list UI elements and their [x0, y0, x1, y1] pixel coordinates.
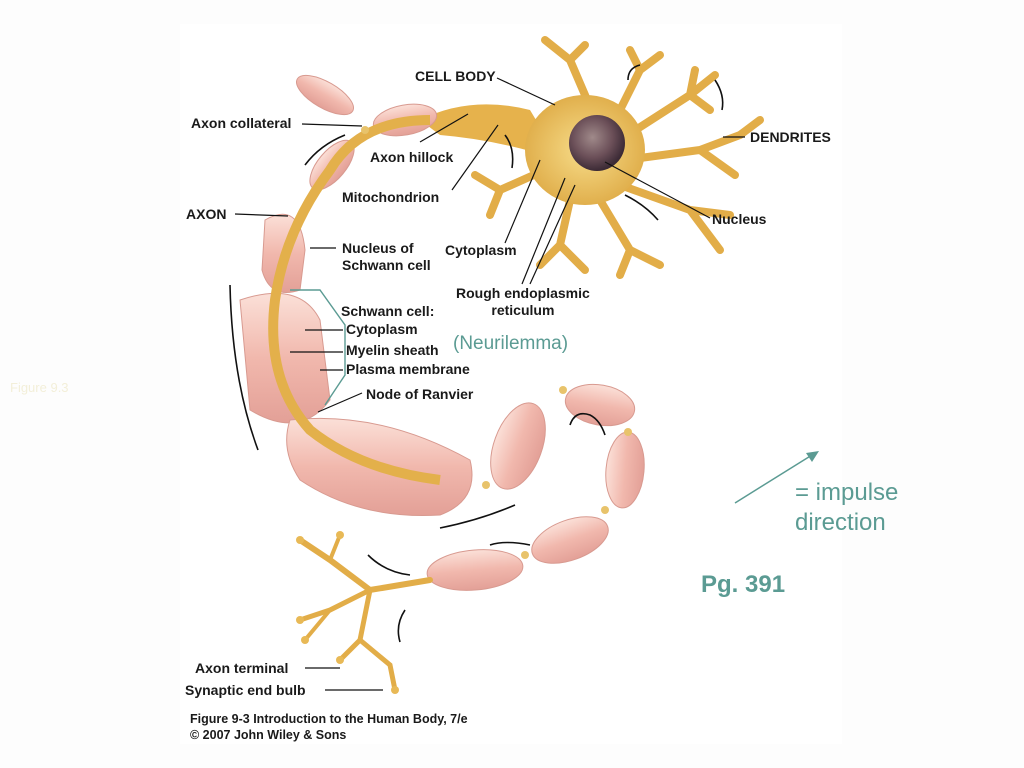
axon-hillock-drawing [420, 104, 560, 160]
label-cell-body: CELL BODY [415, 68, 496, 84]
label-mitochondrion: Mitochondrion [342, 189, 440, 205]
nodes-of-ranvier [361, 126, 632, 559]
label-cytoplasm: Cytoplasm [445, 242, 517, 258]
label-axon-hillock: Axon hillock [370, 149, 454, 165]
figure-ghost-label: Figure 9.3 [10, 380, 69, 395]
label-axon-collateral: Axon collateral [191, 115, 292, 131]
synaptic-end-bulbs [296, 531, 399, 694]
label-rough-er: Rough endoplasmic reticulum [456, 285, 590, 318]
neurilemma-bracket [290, 289, 346, 406]
leader-lines [234, 77, 745, 691]
label-node-of-ranvier: Node of Ranvier [366, 386, 474, 402]
label-axon: AXON [186, 206, 227, 222]
neurilemma-note: (Neurilemma) [453, 333, 569, 354]
nucleus-drawing [569, 115, 625, 171]
label-axon-terminal: Axon terminal [195, 660, 289, 676]
axon-terminal-drawing [297, 533, 433, 693]
figure-caption: Figure 9-3 Introduction to the Human Bod… [190, 712, 468, 742]
impulse-arrows [229, 64, 724, 643]
label-schwann-cytoplasm: Cytoplasm [346, 321, 418, 337]
dendrites-drawing [471, 36, 764, 279]
axon-core-drawing [268, 115, 441, 485]
label-nucleus-of-schwann-cell: Nucleus of Schwann cell [342, 240, 431, 273]
label-myelin-sheath: Myelin sheath [346, 342, 439, 358]
label-synaptic-end-bulb: Synaptic end bulb [185, 682, 306, 698]
page-reference: Pg. 391 [701, 571, 786, 598]
label-plasma-membrane: Plasma membrane [346, 361, 470, 377]
impulse-legend-text: = impulse direction [795, 479, 899, 536]
impulse-legend-arrow [734, 451, 819, 504]
label-schwann-cell: Schwann cell: [341, 303, 435, 319]
label-dendrites: DENDRITES [750, 129, 831, 145]
label-nucleus: Nucleus [712, 211, 767, 227]
